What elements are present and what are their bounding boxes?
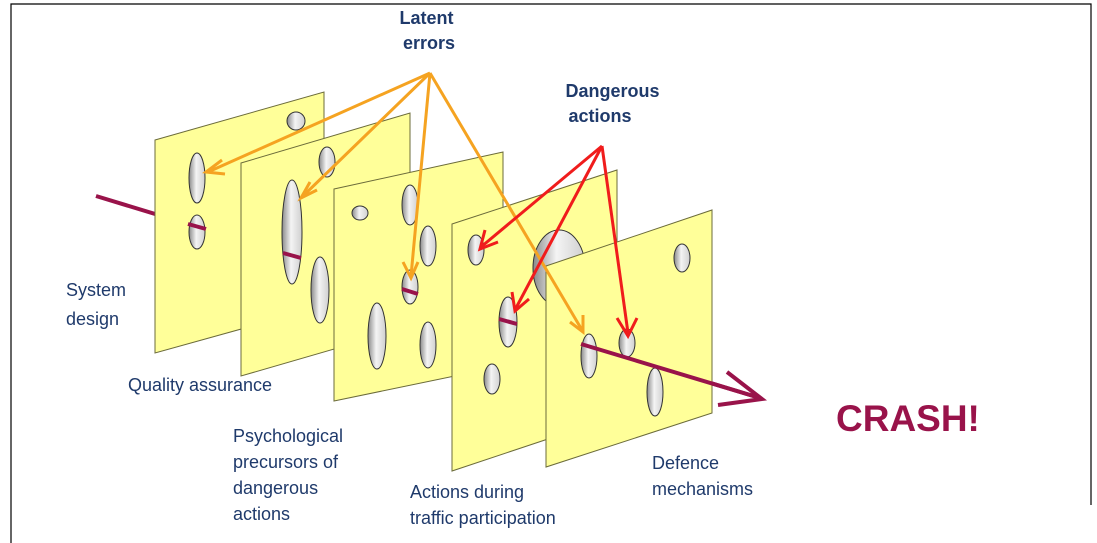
hole [401,269,419,305]
defence-mechanisms-label: Defence mechanisms [652,453,753,499]
latent-arrow [207,71,431,174]
dangerous-arrow [480,144,603,249]
dangerous-arrow [600,145,630,334]
latent-errors-arrows [202,71,585,336]
hole [646,367,664,417]
frame-border [10,3,1092,543]
crash-label: CRASH! [836,398,980,439]
dangerous-arrow [514,145,604,309]
hole [367,302,387,370]
hole [673,243,691,273]
hole [310,256,330,324]
hole [467,234,485,266]
latent-arrow [428,72,584,331]
system-design-label: System design [66,280,131,329]
quality-assurance-label: Quality assurance [128,375,272,395]
hole [351,205,369,221]
slice-defence-mechanisms [545,209,713,468]
hole [419,225,437,267]
latent-errors-label: Latent errors [399,8,458,53]
hole [580,333,598,379]
hole [281,179,303,285]
trajectory-visible-segments [187,222,761,400]
hole [188,152,206,204]
trajectory-arrowhead [717,370,768,407]
dangerous-actions-label: Dangerous actions [565,81,664,126]
hole [286,111,306,131]
latent-arrow [409,72,432,277]
psychological-precursors-label: Psychological precursors of dangerous ac… [233,426,348,524]
latent-arrow [300,71,432,199]
hole [188,214,206,250]
dangerous-actions-arrows [477,144,639,340]
hole [483,363,501,395]
actions-during-traffic-label: Actions during traffic participation [410,482,556,528]
hole [419,321,437,369]
